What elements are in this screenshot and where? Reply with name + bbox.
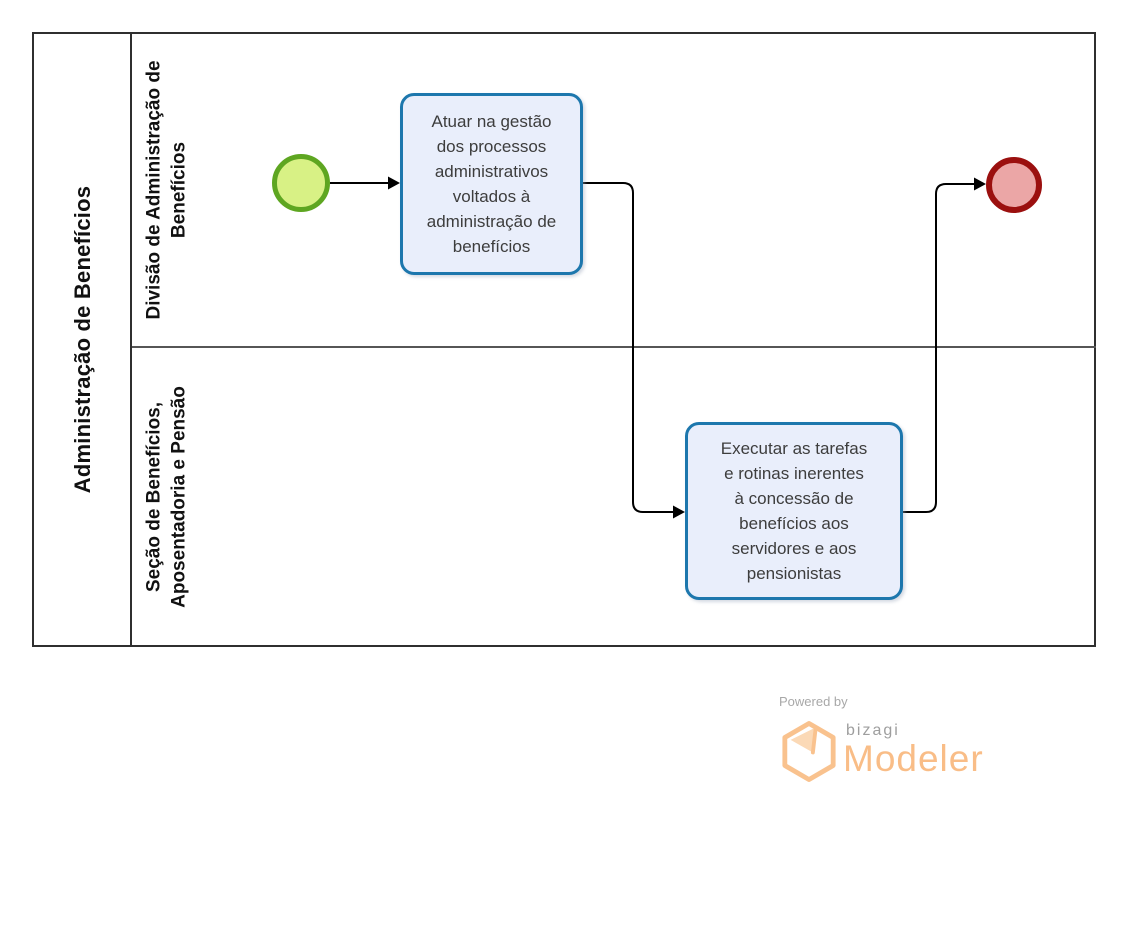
modeler-product-text: Modeler bbox=[843, 738, 984, 779]
powered-by-text: Powered by bbox=[779, 694, 848, 709]
bizagi-logo-icon bbox=[782, 721, 836, 782]
start-event[interactable] bbox=[272, 154, 330, 212]
task-label: Executar as tarefas e rotinas inerentes … bbox=[720, 439, 868, 583]
end-event[interactable] bbox=[986, 157, 1042, 213]
bizagi-brand-text: bizagi bbox=[846, 722, 900, 739]
task-atuar-na-gestao[interactable]: Atuar na gestão dos processos administra… bbox=[400, 93, 583, 275]
pool-border bbox=[32, 32, 1096, 647]
lane-label-divisao-administracao: Divisão de Administração de Benefícios bbox=[143, 60, 190, 320]
pool-title: Administração de Benefícios bbox=[69, 185, 95, 494]
pool-header-divider bbox=[130, 34, 132, 645]
lane-label-secao-beneficios: Seção de Benefícios, Aposentadoria e Pen… bbox=[143, 386, 190, 608]
task-label: Atuar na gestão dos processos administra… bbox=[426, 112, 557, 256]
task-executar-tarefas[interactable]: Executar as tarefas e rotinas inerentes … bbox=[685, 422, 903, 600]
lane-divider bbox=[132, 346, 1096, 348]
